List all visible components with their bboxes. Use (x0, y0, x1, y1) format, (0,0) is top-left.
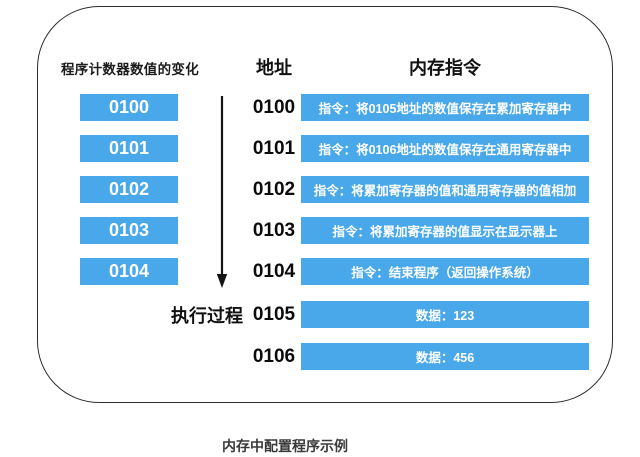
memory-cell-instruction: 指令：将累加寄存器的值显示在显示器上 (301, 217, 589, 244)
execution-process-label: 执行过程 (171, 305, 243, 326)
pc-column-header: 程序计数器数值的变化 (61, 62, 199, 77)
address-label: 0104 (252, 260, 296, 282)
memory-cell-instruction: 指令：结束程序（返回操作系统） (301, 258, 589, 285)
pc-value-box: 0103 (80, 217, 178, 244)
execution-arrow-down-icon (216, 96, 228, 288)
memory-cell-instruction: 指令：将0105地址的数值保存在累加寄存器中 (301, 94, 589, 121)
address-label: 0105 (252, 303, 296, 325)
memory-cell-data: 数据：123 (301, 301, 589, 328)
address-label: 0102 (252, 178, 296, 200)
address-label: 0103 (252, 219, 296, 241)
memory-cell-data: 数据：456 (301, 343, 589, 370)
pc-value-box: 0100 (80, 94, 178, 121)
address-column-header: 地址 (256, 58, 292, 78)
memory-cell-instruction: 指令：将0106地址的数值保存在通用寄存器中 (301, 135, 589, 162)
pc-value-box: 0102 (80, 176, 178, 203)
diagram-rounded-border (37, 6, 613, 403)
pc-value-box: 0101 (80, 135, 178, 162)
address-label: 0106 (252, 345, 296, 367)
address-label: 0101 (252, 137, 296, 159)
diagram-caption: 内存中配置程序示例 (222, 438, 348, 454)
pc-value-box: 0104 (80, 258, 178, 285)
address-label: 0100 (252, 96, 296, 118)
memory-column-header: 内存指令 (409, 58, 481, 78)
memory-cell-instruction: 指令：将累加寄存器的值和通用寄存器的值相加 (301, 176, 589, 203)
